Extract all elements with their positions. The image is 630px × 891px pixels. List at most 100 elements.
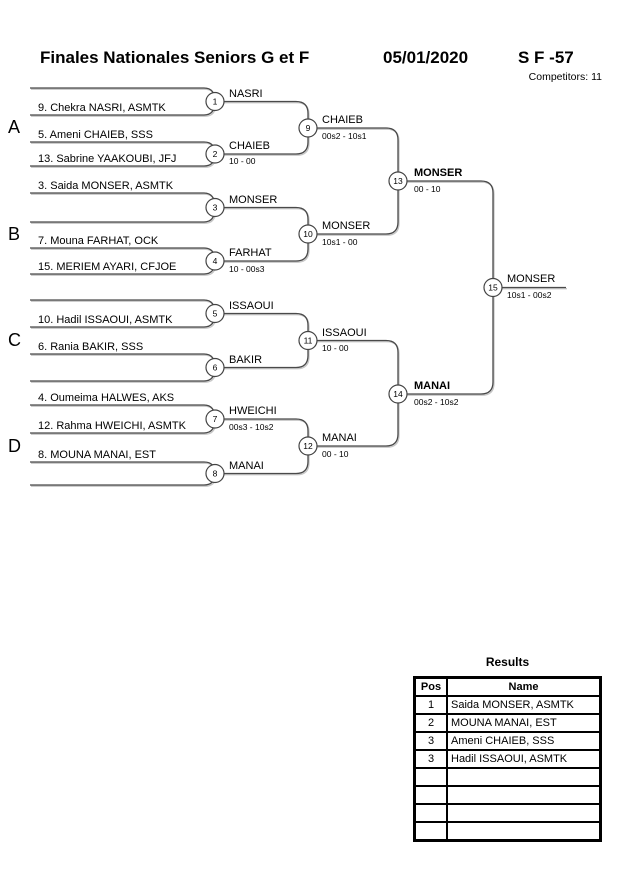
results-title: Results	[485, 655, 530, 669]
match-circle	[205, 303, 225, 324]
match-winner-label: MONSER	[507, 273, 555, 285]
competitor-name: 3. Saida MONSER, ASMTK	[38, 180, 174, 192]
match-circle	[298, 224, 318, 244]
competitor-name: 7. Mouna FARHAT, OCK	[38, 235, 159, 247]
match-score: 00 - 10	[322, 449, 349, 459]
competitor-name: 15. MERIEM AYARI, CFJOE	[38, 261, 176, 273]
result-pos	[415, 768, 447, 786]
match-winner-label: NASRI	[229, 88, 263, 100]
match-score: 00s2 - 10s2	[414, 397, 459, 407]
result-name	[447, 786, 600, 804]
match-number: 3	[213, 203, 218, 213]
match-score: 10 - 00	[229, 156, 256, 166]
result-name: Ameni CHAIEB, SSS	[447, 732, 600, 750]
match-winner-label: MONSER	[229, 194, 277, 206]
competitor-name: 10. Hadil ISSAOUI, ASMTK	[38, 314, 173, 326]
category-label: S F -57	[518, 48, 574, 67]
table-row	[415, 822, 600, 840]
match-number: 9	[306, 123, 311, 133]
match-winner-label: MANAI	[229, 460, 264, 472]
table-row	[415, 786, 600, 804]
match-score: 00s2 - 10s1	[322, 131, 367, 141]
result-name: Saida MONSER, ASMTK	[447, 696, 600, 714]
result-pos	[415, 804, 447, 822]
table-row: 1 Saida MONSER, ASMTK	[415, 696, 600, 714]
table-row: 2 MOUNA MANAI, EST	[415, 714, 600, 732]
competitor-name: 5. Ameni CHAIEB, SSS	[38, 129, 153, 141]
match-winner-label: HWEICHI	[229, 405, 277, 417]
table-row	[415, 768, 600, 786]
match-winner-label: BAKIR	[229, 354, 262, 366]
event-date: 05/01/2020	[383, 48, 469, 67]
match-winner-label: ISSAOUI	[322, 327, 367, 339]
match-circle	[298, 118, 318, 138]
match-circle	[205, 144, 225, 164]
competitor-name: 6. Rania BAKIR, SSS	[38, 341, 143, 353]
result-pos: 3	[415, 732, 447, 750]
match-score: 00s3 - 10s2	[229, 422, 274, 432]
match-number: 4	[213, 256, 218, 266]
result-pos: 1	[415, 696, 447, 714]
match-circle	[205, 251, 225, 271]
match-winner-label: MANAI	[322, 432, 357, 444]
table-row: 3 Hadil ISSAOUI, ASMTK	[415, 750, 600, 768]
match-circle	[483, 277, 503, 298]
match-winner-label: CHAIEB	[229, 140, 270, 152]
results-col-name: Name	[447, 678, 600, 696]
competitor-name: 9. Chekra NASRI, ASMTK	[38, 102, 166, 114]
result-pos: 3	[415, 750, 447, 768]
match-score: 10 - 00s3	[229, 264, 265, 274]
match-circle	[205, 197, 225, 218]
group-letter-d: D	[8, 436, 21, 456]
match-circle	[205, 409, 225, 429]
match-score: 00 - 10	[414, 184, 441, 194]
match-winner-label: MONSER	[414, 167, 462, 179]
match-winner-label: ISSAOUI	[229, 300, 274, 312]
results-col-pos: Pos	[415, 678, 447, 696]
results-table: Pos Name 1 Saida MONSER, ASMTK 2 MOUNA M…	[413, 676, 602, 842]
competitors-count: Competitors: 11	[528, 71, 602, 83]
match-number: 2	[213, 149, 218, 159]
match-number: 12	[303, 441, 313, 451]
match-circle	[205, 91, 225, 112]
competitor-name: 12. Rahma HWEICHI, ASMTK	[38, 420, 187, 432]
competitor-name: 4. Oumeima HALWES, AKS	[38, 392, 174, 404]
competitor-name: 13. Sabrine YAAKOUBI, JFJ	[38, 153, 176, 165]
table-row	[415, 804, 600, 822]
match-winner-label: CHAIEB	[322, 114, 363, 126]
match-number: 13	[393, 176, 403, 186]
match-circle	[388, 171, 408, 191]
result-name	[447, 768, 600, 786]
match-number: 7	[213, 414, 218, 424]
match-score: 10s1 - 00s2	[507, 290, 552, 300]
result-pos: 2	[415, 714, 447, 732]
match-number: 15	[488, 283, 498, 293]
match-circle	[388, 384, 408, 404]
bracket-diagram: A B C D 9. Chekra NASRI, ASMTK 5. Ameni …	[8, 87, 567, 487]
result-name: Hadil ISSAOUI, ASMTK	[447, 750, 600, 768]
result-name	[447, 804, 600, 822]
group-letter-b: B	[8, 224, 20, 244]
match-number: 6	[213, 363, 218, 373]
page-title: Finales Nationales Seniors G et F	[40, 48, 310, 67]
match-winner-label: MANAI	[414, 380, 450, 392]
match-winner-label: FARHAT	[229, 247, 272, 259]
match-score: 10s1 - 00	[322, 237, 358, 247]
match-circle	[298, 330, 318, 351]
match-winner-label: MONSER	[322, 220, 370, 232]
match-number: 10	[303, 229, 313, 239]
match-circle	[298, 436, 318, 456]
match-circle	[205, 357, 225, 378]
match-number: 14	[393, 389, 403, 399]
match-number: 11	[304, 336, 313, 346]
group-letter-c: C	[8, 330, 21, 350]
match-number: 8	[213, 469, 218, 479]
group-letter-a: A	[8, 117, 20, 137]
table-row: 3 Ameni CHAIEB, SSS	[415, 732, 600, 750]
result-pos	[415, 822, 447, 840]
results-header-row: Pos Name	[415, 678, 600, 696]
match-circle	[205, 463, 225, 484]
match-number: 5	[213, 309, 218, 319]
match-score: 10 - 00	[322, 343, 349, 353]
